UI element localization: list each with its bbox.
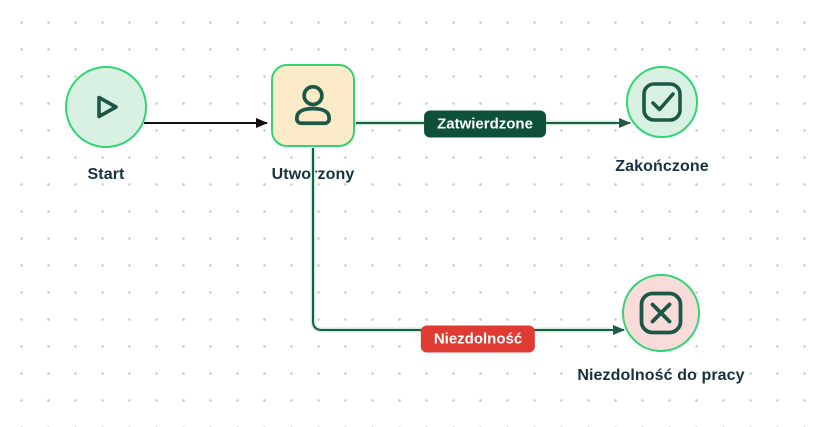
user-icon (294, 84, 332, 125)
x-square-icon (639, 291, 683, 335)
node-utworzony[interactable] (271, 64, 355, 147)
edge-utworzony-niezdolnosc-halo (310, 148, 610, 333)
node-label-zakonczone: Zakończone (615, 158, 709, 175)
play-icon (97, 95, 118, 119)
node-label-start: Start (87, 166, 125, 183)
node-niezdolnosc-do-pracy[interactable] (622, 274, 700, 352)
node-start[interactable] (65, 66, 147, 148)
node-zakonczone[interactable] (626, 66, 698, 138)
check-square-icon (642, 82, 682, 122)
edge-utworzony-niezdolnosc[interactable] (312, 148, 625, 335)
edge-badge-niezdolnosc[interactable]: Niezdolność (420, 325, 536, 353)
node-label-niezdolnosc-do-pracy: Niezdolność do pracy (577, 367, 745, 384)
edge-badge-zatwierdzone[interactable]: Zatwierdzone (424, 110, 546, 138)
